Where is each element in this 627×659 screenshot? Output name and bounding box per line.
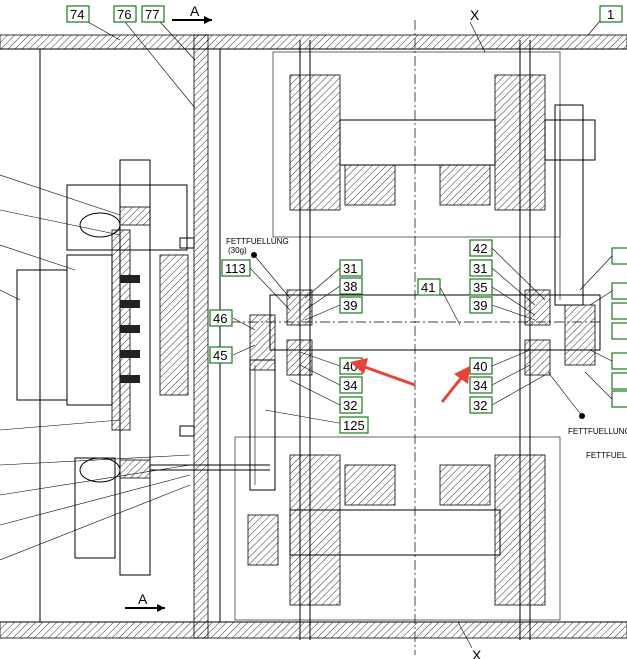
housing-frame xyxy=(0,34,627,639)
svg-text:42: 42 xyxy=(473,241,487,256)
right-edge-partial-labels xyxy=(579,247,627,408)
svg-text:32: 32 xyxy=(343,398,357,413)
part-label-31-right: 31 xyxy=(469,259,493,277)
part-label-41: 41 xyxy=(417,278,441,296)
red-arrow-left xyxy=(350,358,416,387)
part-label-34-right: 34 xyxy=(469,376,493,394)
svg-text:35: 35 xyxy=(473,280,487,295)
svg-text:77: 77 xyxy=(145,7,159,22)
x-marker-bottom: X xyxy=(472,647,482,659)
svg-text:A: A xyxy=(190,3,200,19)
x-marker-bottom-leader xyxy=(457,621,473,649)
svg-text:31: 31 xyxy=(343,261,357,276)
part-label-77: 77 xyxy=(141,5,165,23)
svg-text:FETTFUELL: FETTFUELL xyxy=(586,451,627,460)
svg-text:34: 34 xyxy=(343,378,357,393)
part-label-46: 46 xyxy=(209,309,233,327)
svg-text:125: 125 xyxy=(343,418,365,433)
fett-fill-left: FETTFUELLUNG (30g) xyxy=(226,237,291,299)
part-label-35: 35 xyxy=(469,278,493,296)
svg-text:113: 113 xyxy=(225,261,246,276)
svg-text:FETTFUELLUNG: FETTFUELLUNG xyxy=(226,237,289,246)
part-label-40-right: 40 xyxy=(469,357,493,375)
part-label-39-left: 39 xyxy=(339,296,363,314)
svg-text:41: 41 xyxy=(421,280,435,295)
svg-text:45: 45 xyxy=(213,348,227,363)
svg-text:38: 38 xyxy=(343,279,357,294)
part-label-38: 38 xyxy=(339,277,363,295)
svg-text:39: 39 xyxy=(343,298,357,313)
svg-text:39: 39 xyxy=(473,298,487,313)
part-label-1: 1 xyxy=(599,5,623,23)
lower-wheel-assembly xyxy=(234,436,561,621)
upper-wheel-assembly xyxy=(272,40,596,640)
svg-text:34: 34 xyxy=(473,378,487,393)
part-label-125: 125 xyxy=(339,416,369,434)
label-leaders xyxy=(87,14,606,426)
part-label-45: 45 xyxy=(209,346,233,364)
part-label-31-left: 31 xyxy=(339,259,363,277)
part-label-113: 113 xyxy=(221,259,251,277)
svg-text:46: 46 xyxy=(213,311,227,326)
svg-text:74: 74 xyxy=(70,7,84,22)
svg-text:31: 31 xyxy=(473,261,487,276)
svg-text:32: 32 xyxy=(473,398,487,413)
part-label-34-left: 34 xyxy=(339,376,363,394)
svg-text:A: A xyxy=(138,591,148,607)
central-axle xyxy=(249,289,601,376)
section-marker-bottom: A xyxy=(125,591,165,612)
svg-text:FETTFUELLUNG: FETTFUELLUNG xyxy=(568,427,627,436)
svg-text:1: 1 xyxy=(607,7,614,22)
part-label-32-right: 32 xyxy=(469,396,493,414)
part-label-74: 74 xyxy=(66,5,90,23)
svg-text:40: 40 xyxy=(473,359,487,374)
left-drive-assembly xyxy=(16,159,270,576)
x-marker-top: X xyxy=(470,7,480,23)
red-arrow-right xyxy=(440,366,470,403)
svg-text:(30g): (30g) xyxy=(228,246,247,255)
left-leader-lines xyxy=(0,174,191,561)
section-marker-top: A xyxy=(172,3,212,24)
gear-racks xyxy=(249,104,584,491)
svg-text:76: 76 xyxy=(117,7,131,22)
part-label-39-right: 39 xyxy=(469,296,493,314)
x-marker-top-leader xyxy=(469,21,486,53)
part-label-42: 42 xyxy=(469,239,493,257)
fett-fill-right: FETTFUELLUNG FETTFUELL xyxy=(547,371,627,460)
part-label-76: 76 xyxy=(113,5,137,23)
part-label-32-left: 32 xyxy=(339,396,363,414)
